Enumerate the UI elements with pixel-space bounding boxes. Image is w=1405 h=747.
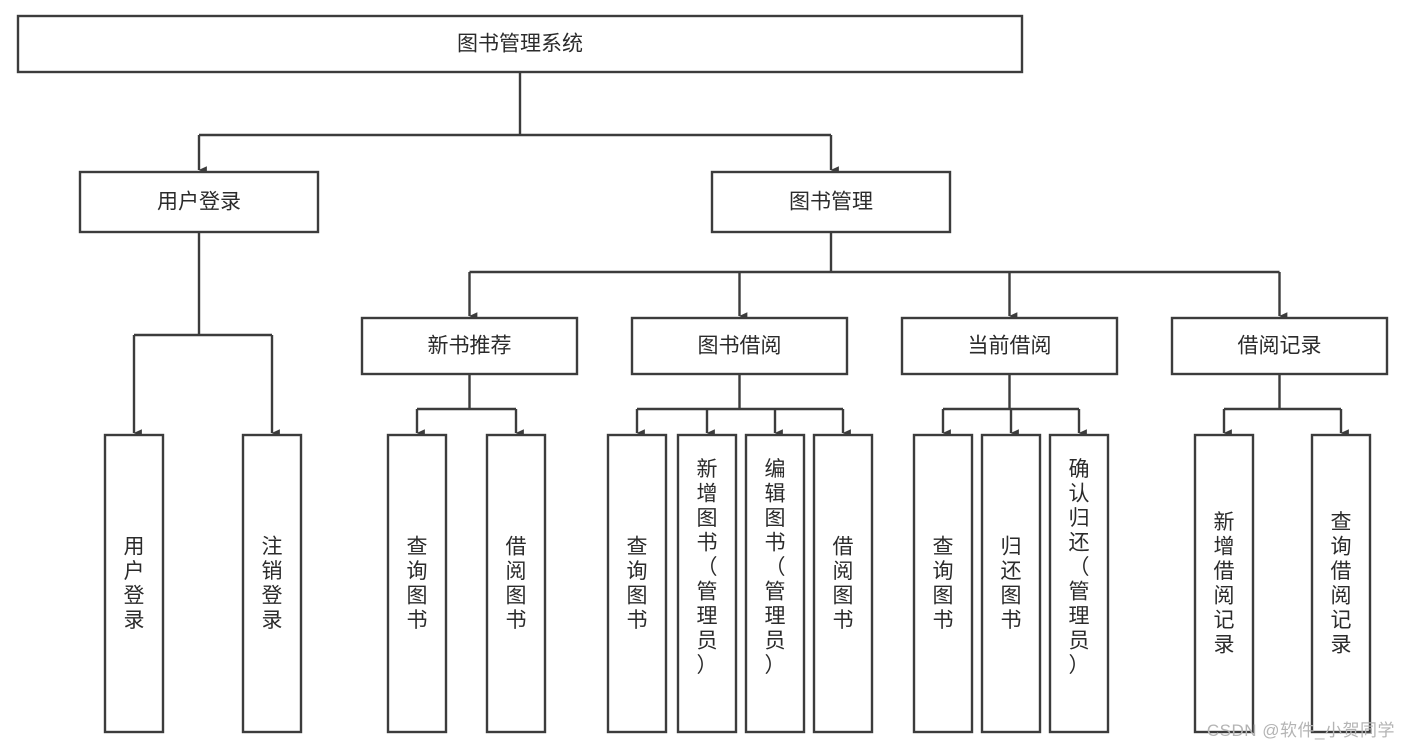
node-box: [1048, 433, 1110, 734]
node-root-0[interactable]: 图书管理系统: [16, 14, 1024, 74]
node-box: [1310, 433, 1372, 734]
node-box: [912, 433, 974, 734]
node-leaf-11[interactable]: 新增借阅记录: [1193, 433, 1255, 734]
node-label: 注销登录: [262, 536, 283, 633]
watermark-text: CSDN @软件_小贺同学: [1206, 721, 1395, 740]
node-label: 借阅记录: [1238, 335, 1322, 358]
node-label: 确认归还（管理员）: [1069, 458, 1090, 677]
node-label: 编辑图书（管理员）: [765, 458, 786, 677]
node-label: 查询借阅记录: [1331, 511, 1352, 657]
node-leaf-6[interactable]: 编辑图书（管理员）: [744, 433, 806, 734]
node-level2-0[interactable]: 新书推荐: [360, 316, 579, 376]
node-box: [744, 433, 806, 734]
node-box: [710, 170, 952, 234]
node-box: [386, 433, 448, 734]
node-leaf-4[interactable]: 查询图书: [606, 433, 668, 734]
node-label: 查询图书: [627, 536, 648, 633]
node-level2-1[interactable]: 图书借阅: [630, 316, 849, 376]
node-box: [980, 433, 1042, 734]
node-box: [812, 433, 874, 734]
node-leaf-7[interactable]: 借阅图书: [812, 433, 874, 734]
node-box: [606, 433, 668, 734]
node-label: 图书借阅: [698, 335, 782, 358]
node-label: 新书推荐: [428, 335, 512, 358]
node-leaf-2[interactable]: 查询图书: [386, 433, 448, 734]
node-box: [485, 433, 547, 734]
node-label: 图书管理: [789, 191, 873, 214]
node-label: 借阅图书: [833, 536, 854, 633]
node-box: [103, 433, 165, 734]
node-box: [16, 14, 1024, 74]
node-leaf-12[interactable]: 查询借阅记录: [1310, 433, 1372, 734]
node-leaf-1[interactable]: 注销登录: [241, 433, 303, 734]
node-level1-0[interactable]: 用户登录: [78, 170, 320, 234]
node-leaf-10[interactable]: 确认归还（管理员）: [1048, 433, 1110, 734]
node-label: 新增图书（管理员）: [697, 458, 718, 677]
node-label: 当前借阅: [968, 335, 1052, 358]
node-box: [1170, 316, 1389, 376]
node-box: [241, 433, 303, 734]
node-level2-2[interactable]: 当前借阅: [900, 316, 1119, 376]
node-label: 归还图书: [1001, 536, 1022, 633]
node-leaf-5[interactable]: 新增图书（管理员）: [676, 433, 738, 734]
node-box: [360, 316, 579, 376]
node-label: 借阅图书: [506, 536, 527, 633]
node-box: [78, 170, 320, 234]
node-box: [900, 316, 1119, 376]
node-leaf-8[interactable]: 查询图书: [912, 433, 974, 734]
node-leaf-0[interactable]: 用户登录: [103, 433, 165, 734]
node-box: [630, 316, 849, 376]
node-layer: 图书管理系统用户登录图书管理新书推荐图书借阅当前借阅借阅记录用户登录注销登录查询…: [16, 14, 1389, 734]
node-label: 查询图书: [933, 536, 954, 633]
node-leaf-9[interactable]: 归还图书: [980, 433, 1042, 734]
node-label: 新增借阅记录: [1214, 511, 1235, 657]
node-label: 查询图书: [407, 536, 428, 633]
node-label: 用户登录: [157, 191, 241, 214]
connector-layer: [132, 72, 1349, 437]
node-leaf-3[interactable]: 借阅图书: [485, 433, 547, 734]
node-box: [676, 433, 738, 734]
node-label: 用户登录: [124, 536, 145, 633]
node-box: [1193, 433, 1255, 734]
node-label: 图书管理系统: [457, 33, 583, 56]
node-level1-1[interactable]: 图书管理: [710, 170, 952, 234]
node-level2-3[interactable]: 借阅记录: [1170, 316, 1389, 376]
